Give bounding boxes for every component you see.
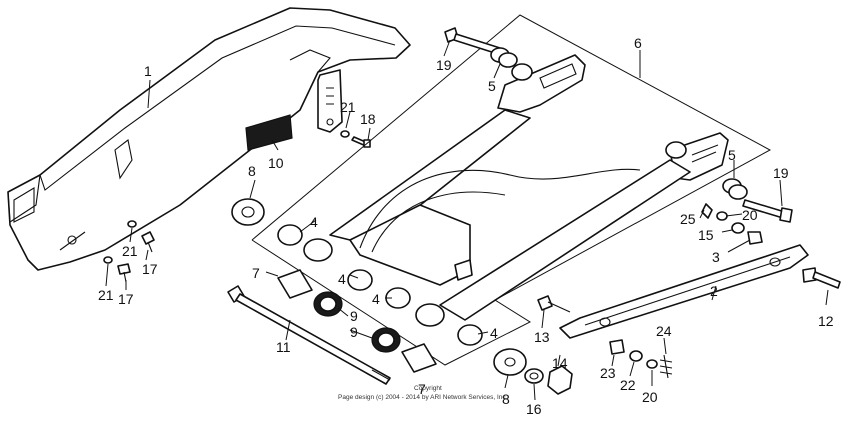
callout-25: 25 <box>680 211 696 227</box>
dust-seal-upper[interactable] <box>231 198 265 226</box>
callout-6: 6 <box>634 35 642 51</box>
hardware-right-side[interactable] <box>701 203 763 245</box>
callout-20-lower: 20 <box>642 389 658 405</box>
callout-19-right: 19 <box>773 165 789 181</box>
bushings-4[interactable] <box>277 224 483 346</box>
callout-9-lower: 9 <box>350 324 358 340</box>
callout-24: 24 <box>656 323 672 339</box>
collars-7[interactable] <box>277 269 437 373</box>
chain-case-part[interactable] <box>7 7 411 271</box>
callout-10: 10 <box>268 155 284 171</box>
callout-8-upper: 8 <box>248 163 256 179</box>
assembly-boundary <box>251 14 772 366</box>
leader-lines <box>105 39 829 401</box>
bolts-lower-left[interactable] <box>103 220 155 283</box>
pivot-bolt-right[interactable] <box>742 199 793 223</box>
bushing-upper[interactable] <box>490 47 518 68</box>
callout-17-mid: 17 <box>142 261 158 277</box>
callout-22: 22 <box>620 377 636 393</box>
label-plate-part[interactable] <box>245 114 293 151</box>
callout-7-lower: 7 <box>418 381 426 397</box>
chain-case-bracket <box>317 69 343 133</box>
callout-13: 13 <box>534 329 550 345</box>
hardware-lower-right[interactable] <box>609 339 673 379</box>
callout-4-a: 4 <box>310 214 318 230</box>
torque-link-part[interactable] <box>559 244 809 339</box>
callout-4-d: 4 <box>490 325 498 341</box>
callout-20-right: 20 <box>742 207 758 223</box>
callout-15: 15 <box>698 227 714 243</box>
nut-washer-lower[interactable] <box>524 365 573 395</box>
callout-5-right: 5 <box>728 147 736 163</box>
callout-2: 2 <box>710 283 718 299</box>
bearings-9[interactable] <box>313 291 401 353</box>
torque-link-bolt[interactable] <box>802 267 841 289</box>
callout-9-upper: 9 <box>350 308 358 324</box>
callout-16: 16 <box>526 401 542 417</box>
callout-23: 23 <box>600 365 616 381</box>
callout-7-upper: 7 <box>252 265 260 281</box>
pivot-bolt-upper[interactable] <box>444 27 501 55</box>
callout-21-lower: 21 <box>98 287 114 303</box>
callout-11: 11 <box>276 339 291 355</box>
callout-4-b: 4 <box>338 271 346 287</box>
callout-19-upper: 19 <box>436 57 452 73</box>
callout-8-lower: 8 <box>502 391 510 407</box>
callout-12: 12 <box>818 313 834 329</box>
copyright-footer: Copyright Page design (c) 2004 - 2014 by… <box>338 385 508 401</box>
callout-3: 3 <box>712 249 720 265</box>
copyright-line-1: Copyright <box>414 385 442 392</box>
callout-14: 14 <box>552 355 568 371</box>
callout-18: 18 <box>360 111 376 127</box>
dust-seal-lower[interactable] <box>493 348 527 376</box>
swing-arm-part[interactable] <box>303 54 729 327</box>
callout-labels: 1 6 19 5 5 19 21 18 8 10 4 4 4 4 7 9 9 1… <box>98 35 834 417</box>
callout-4-c: 4 <box>372 291 380 307</box>
link-bolt-13[interactable] <box>537 295 571 313</box>
callout-21-upper: 21 <box>340 99 356 115</box>
callout-1: 1 <box>144 63 152 79</box>
pivot-shaft-part[interactable] <box>227 285 391 385</box>
callout-5-upper: 5 <box>488 78 496 94</box>
callout-17-lower: 17 <box>118 291 134 307</box>
callout-21-mid: 21 <box>122 243 138 259</box>
bushing-right[interactable] <box>722 178 748 200</box>
copyright-line-2: Page design (c) 2004 - 2014 by ARI Netwo… <box>338 394 508 401</box>
